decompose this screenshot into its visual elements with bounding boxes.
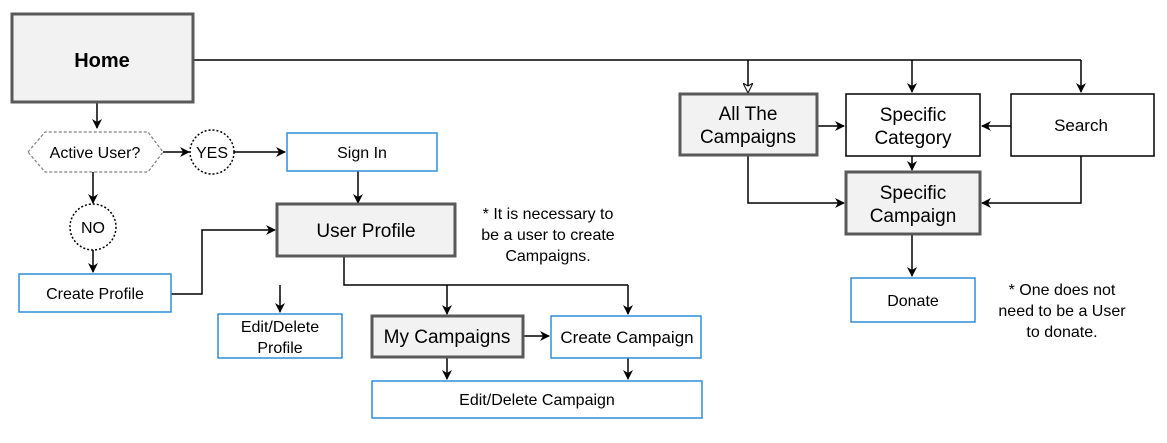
note-donate: * One does not need to be a User to dona… [998,282,1126,341]
note-user-required-line1: * It is necessary to [483,206,614,223]
no-label: NO [81,220,105,237]
yes-node: YES [189,129,235,175]
user-profile-node: User Profile [275,202,457,258]
donate-label: Donate [887,293,939,310]
sign-in-node: Sign In [286,132,438,172]
note-user-required-line3: Campaigns. [505,248,590,265]
sign-in-label: Sign In [337,145,387,162]
all-campaigns-label-line2: Campaigns [700,127,796,148]
search-node: Search [1010,93,1155,157]
edit-delete-campaign-node: Edit/Delete Campaign [371,380,703,419]
donate-node: Donate [850,277,976,323]
specific-campaign-node: Specific Campaign [844,170,982,236]
note-donate-line3: to donate. [1026,324,1097,341]
edit-delete-campaign-label: Edit/Delete Campaign [459,392,615,409]
my-campaigns-label: My Campaigns [384,327,511,348]
edit-delete-profile-label-line2: Profile [257,340,302,357]
specific-campaign-label-line1: Specific [880,183,947,204]
edge-all-campaigns-to-specific-campaign [747,156,845,208]
note-user-required-line2: be a user to create [481,227,615,244]
create-profile-label: Create Profile [46,286,144,303]
create-profile-node: Create Profile [18,273,172,313]
edge-create-profile-to-user-profile [171,225,276,295]
specific-category-label-line1: Specific [880,105,947,126]
user-profile-label: User Profile [316,221,415,242]
edit-delete-profile-node: Edit/Delete Profile [217,313,343,359]
specific-campaign-label-line2: Campaign [870,206,957,227]
all-campaigns-label-line1: All The [719,104,778,125]
no-node: NO [69,203,117,251]
create-campaign-label: Create Campaign [560,328,693,347]
edges [88,59,1086,380]
yes-label: YES [196,145,228,162]
edge-search-to-specific-campaign [981,156,1082,208]
note-donate-line2: need to be a User [998,303,1126,320]
note-donate-line1: * One does not [1009,282,1116,299]
active-user-decision: Active User? [27,131,164,173]
note-user-required: * It is necessary to be a user to create… [481,206,615,265]
specific-category-label-line2: Category [874,128,952,149]
all-campaigns-node: All The Campaigns [678,92,819,157]
search-label: Search [1054,116,1108,135]
create-campaign-node: Create Campaign [550,315,702,359]
edit-delete-profile-label-line1: Edit/Delete [241,319,319,336]
active-user-label: Active User? [50,145,141,162]
specific-category-node: Specific Category [845,93,981,157]
home-label: Home [74,50,130,72]
edge-user-profile-branch [343,256,628,286]
home-node: Home [10,12,195,104]
my-campaigns-node: My Campaigns [370,314,525,359]
